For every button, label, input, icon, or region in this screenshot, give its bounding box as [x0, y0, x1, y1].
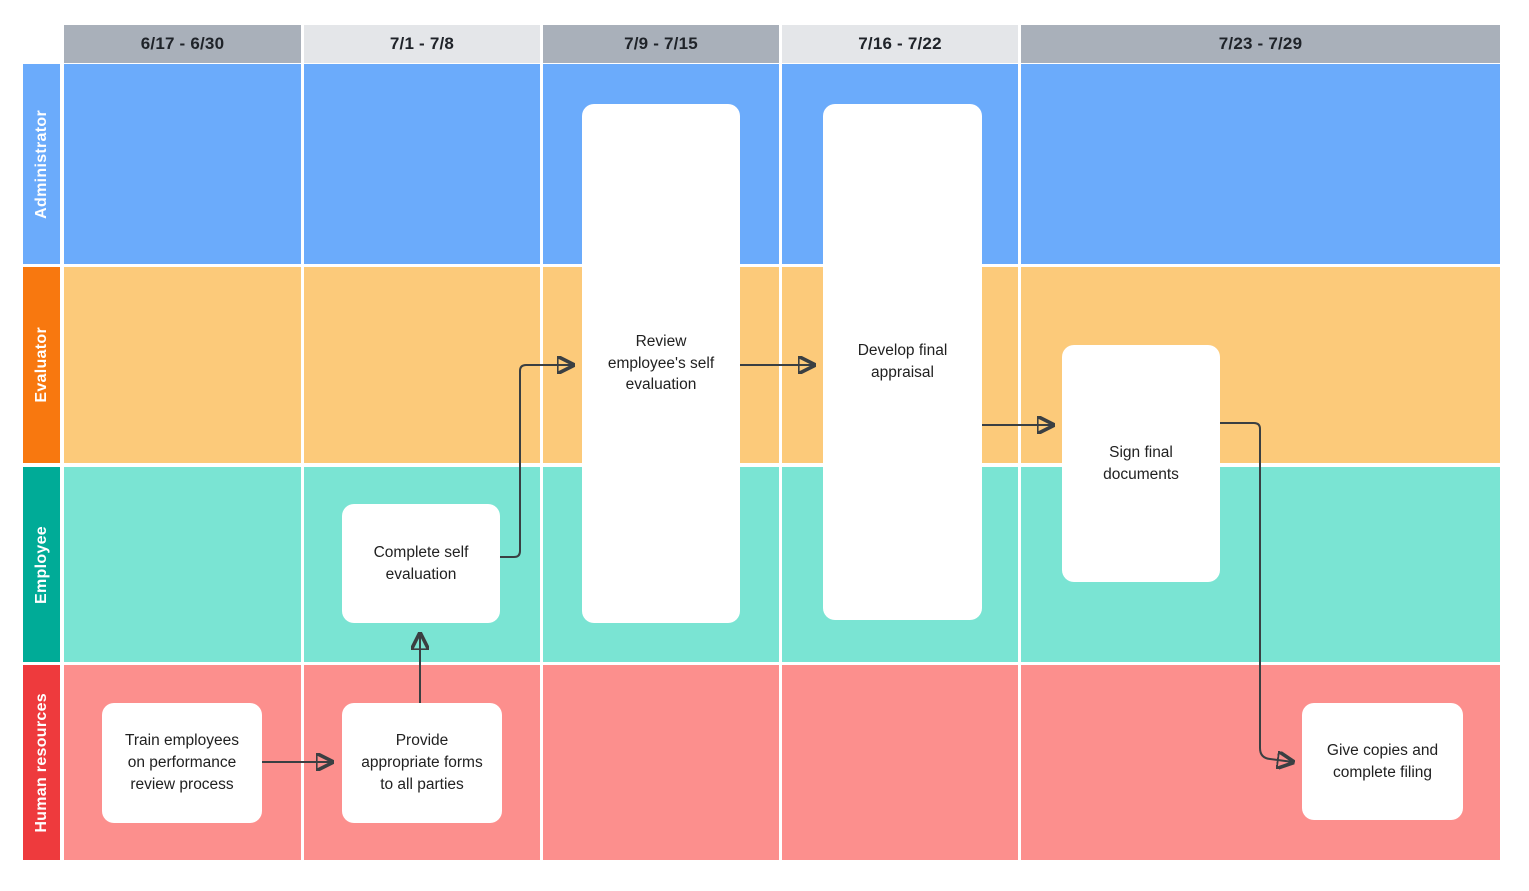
column-separator — [1018, 64, 1021, 860]
task-review-self-evaluation[interactable]: Review employee's self evaluation — [582, 104, 740, 623]
task-provide-forms[interactable]: Provide appropriate forms to all parties — [342, 703, 502, 823]
lane-employee — [64, 467, 1500, 662]
task-label: Develop final appraisal — [857, 342, 948, 381]
task-label: Review employee's self evaluation — [607, 332, 715, 394]
column-header-label: 7/23 - 7/29 — [1218, 34, 1303, 53]
task-complete-self-evaluation[interactable]: Complete self evaluation — [342, 504, 500, 623]
column-separator — [540, 64, 543, 860]
task-develop-final-appraisal[interactable]: Develop final appraisal — [823, 104, 982, 620]
task-train-employees[interactable]: Train employees on performance review pr… — [102, 703, 262, 823]
column-header-4: 7/16 - 7/22 — [782, 25, 1018, 63]
lane-label-text: Evaluator — [32, 327, 50, 403]
lane-human-resources — [64, 665, 1500, 860]
column-header-label: 7/1 - 7/8 — [389, 34, 455, 53]
lane-evaluator — [64, 267, 1500, 463]
task-label: Train employees on performance review pr… — [124, 732, 239, 793]
task-label: Give copies and complete filing — [1326, 741, 1439, 781]
lane-label-text: Human resources — [32, 692, 50, 833]
task-label: Complete self evaluation — [373, 543, 469, 583]
lane-label-text: Administrator — [32, 109, 50, 219]
lane-label-administrator: Administrator — [23, 64, 60, 264]
column-header-label: 6/17 - 6/30 — [140, 34, 225, 53]
column-header-label: 7/16 - 7/22 — [858, 34, 942, 53]
task-label: Sign final documents — [1103, 443, 1179, 483]
lane-label-evaluator: Evaluator — [23, 267, 60, 463]
column-header-3: 7/9 - 7/15 — [543, 25, 779, 63]
lane-label-text: Employee — [32, 525, 50, 604]
column-header-2: 7/1 - 7/8 — [304, 25, 540, 63]
column-header-5: 7/23 - 7/29 — [1021, 25, 1500, 63]
column-header-1: 6/17 - 6/30 — [64, 25, 301, 63]
column-separator — [779, 64, 782, 860]
task-sign-final-documents[interactable]: Sign final documents — [1062, 345, 1220, 582]
lane-label-human-resources: Human resources — [23, 665, 60, 860]
lane-label-employee: Employee — [23, 467, 60, 662]
task-label: Provide appropriate forms to all parties — [361, 732, 483, 793]
column-separator — [301, 64, 304, 860]
column-header-label: 7/9 - 7/15 — [624, 34, 698, 53]
lane-administrator — [64, 64, 1500, 264]
task-give-copies-filing[interactable]: Give copies and complete filing — [1302, 703, 1463, 820]
